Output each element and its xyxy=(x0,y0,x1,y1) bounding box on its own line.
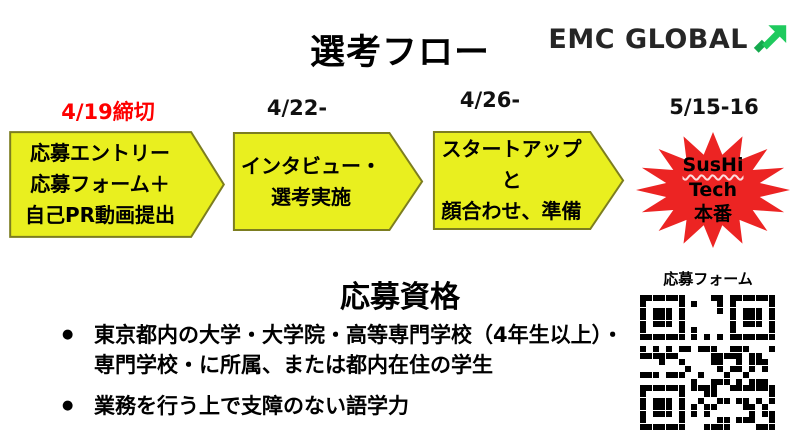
logo-arrow-icon xyxy=(753,25,787,53)
logo-text: EMC GLOBAL xyxy=(548,23,748,55)
list-item: ● 東京都内の大学・大学院・高等専門学校（4年生以上）・専門学校・に所属、または… xyxy=(58,320,640,381)
flow-step-interview: インタビュー・ 選考実施 xyxy=(232,132,424,231)
qualifications-heading: 応募資格 xyxy=(340,280,460,315)
arrow-shape xyxy=(432,131,625,230)
qualifications-list: ● 東京都内の大学・大学院・高等専門学校（4年生以上）・専門学校・に所属、または… xyxy=(58,320,640,431)
bullet-icon: ● xyxy=(62,327,74,342)
logo: EMC GLOBAL xyxy=(548,22,788,56)
flow-step-label: SusHi Tech 本番 xyxy=(682,153,744,226)
flow-step-entry: 応募エントリー 応募フォーム＋ 自己PR動画提出 xyxy=(8,131,226,238)
qr-code xyxy=(640,295,775,430)
flow-step-label: スタートアップと 顔合わせ、準備 xyxy=(441,137,582,223)
flow-step-label: 応募エントリー 応募フォーム＋ 自己PR動画提出 xyxy=(24,141,176,227)
list-item: ● 業務を行う上で支障のない語学力 xyxy=(58,391,640,421)
flow-date-event: 5/15-16 xyxy=(669,95,759,119)
flow-date-interview: 4/22- xyxy=(266,96,328,120)
arrow-shape xyxy=(8,131,226,238)
bullet-icon: ● xyxy=(62,397,74,413)
arrow-shape xyxy=(232,132,424,231)
starburst-shape xyxy=(636,132,790,248)
qr-block: 応募フォーム xyxy=(640,268,776,430)
flow-step-event-starburst: SusHi Tech 本番 xyxy=(633,128,793,252)
flow-step-label: インタビュー・ 選考実施 xyxy=(241,153,381,209)
flow-date-deadline: 4/19締切 xyxy=(61,100,155,124)
flow-step-matching: スタートアップと 顔合わせ、準備 xyxy=(432,131,625,230)
qr-label: 応募フォーム xyxy=(663,270,753,288)
page-title: 選考フロー xyxy=(309,33,490,73)
flow-date-matching: 4/26- xyxy=(459,88,521,112)
